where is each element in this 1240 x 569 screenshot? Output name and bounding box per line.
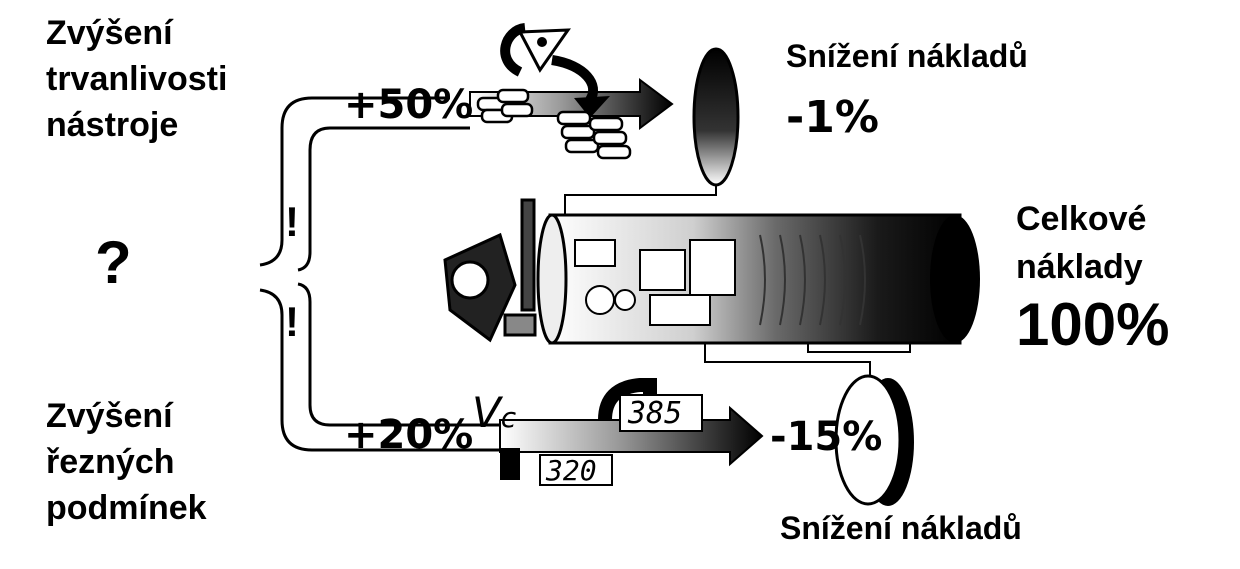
cutting-speed-increase: +20%: [344, 412, 474, 458]
tool-life-title: Zvýšení trvanlivosti nástroje: [46, 10, 227, 148]
cutting-conditions-title-line: Zvýšení: [46, 397, 173, 435]
speed-curl-icon: [500, 378, 703, 486]
upper-cost-slice: [564, 47, 740, 215]
question-mark: ?: [95, 229, 132, 296]
total-cost-cylinder: [536, 213, 980, 378]
tool-life-title-line: trvanlivosti: [46, 60, 228, 98]
exclamation-mark-upper: !: [285, 198, 299, 245]
lower-cost-slice: [834, 374, 914, 506]
lower-cost-reduction-value: -15%: [770, 414, 883, 460]
total-cost-title-line: Celkové: [1016, 200, 1147, 238]
cutting-speed-new: 385: [628, 396, 683, 431]
tool-life-title-line: nástroje: [46, 106, 179, 144]
tool-bundle-after-icon: [556, 110, 632, 160]
upper-cost-reduction-value: -1%: [786, 92, 879, 143]
tool-life-increase: +50%: [344, 82, 474, 128]
total-cost-title-line: náklady: [1016, 248, 1143, 286]
milling-tools-icon: [443, 198, 537, 343]
cutting-conditions-title-line: řezných: [46, 443, 175, 481]
cutting-speed-old: 320: [546, 454, 597, 487]
total-cost-value: 100%: [1016, 291, 1170, 358]
lower-cost-reduction-title: Snížení nákladů: [780, 510, 1022, 546]
branch-brace: [259, 96, 500, 452]
cutting-speed-symbol-v: V: [472, 388, 501, 437]
upper-cost-reduction-title: Snížení nákladů: [786, 38, 1028, 74]
tool-bundle-before-icon: [476, 88, 534, 124]
cutting-speed-symbol: Vc: [472, 388, 516, 437]
total-cost-title: Celkové náklady: [1016, 195, 1146, 291]
cutting-conditions-title: Zvýšení řezných podmínek: [46, 393, 207, 531]
tool-life-title-line: Zvýšení: [46, 14, 173, 52]
insert-rotation-icon: [500, 23, 610, 118]
cutting-speed-symbol-c: c: [500, 401, 517, 434]
exclamation-mark-lower: !: [285, 298, 299, 345]
cutting-conditions-title-line: podmínek: [46, 489, 207, 527]
